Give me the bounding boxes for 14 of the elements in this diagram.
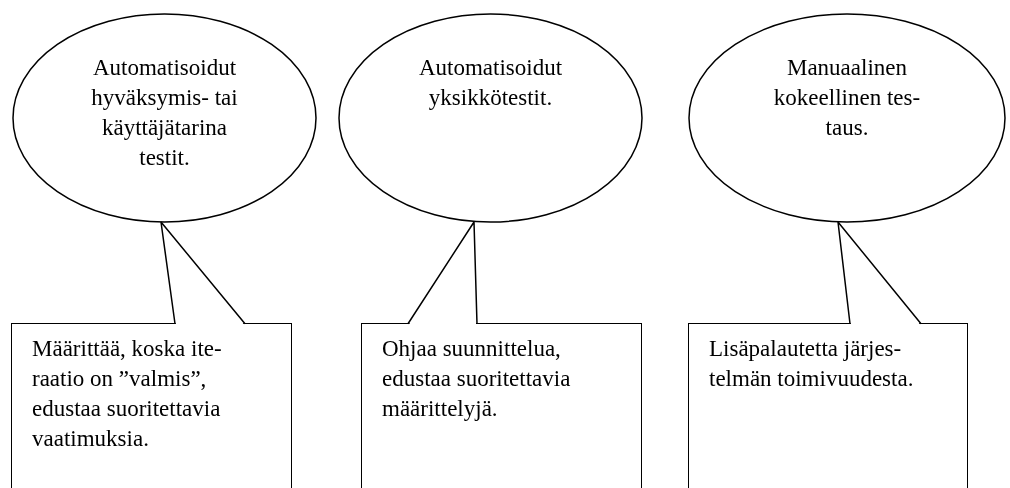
ellipse — [688, 13, 1006, 223]
callout-pointer — [837, 221, 922, 325]
ellipse — [338, 13, 643, 223]
ellipse — [12, 13, 317, 223]
callout-box — [361, 323, 642, 488]
callout-pointer — [160, 221, 246, 325]
node-text: Automatisoidut yksikkötestit. — [417, 54, 564, 112]
node-text: Määrittää, koska ite- raatio on ”valmis”, edustaa suoritettavia vaatimuksia. — [32, 335, 223, 453]
node-text: Lisäpalautetta järjes- telmän toimivuudesta. — [709, 335, 915, 393]
node-text: Manuaalinen kokeellinen tes- taus. — [772, 54, 922, 142]
callout-box — [688, 323, 968, 488]
node-text: Ohjaa suunnittelua, edustaa suoritettavia määrittelyjä. — [382, 335, 572, 423]
node-text: Automatisoidut hyväksymis- tai käyttäjätarina testit. — [90, 54, 239, 172]
callout-pointer — [407, 221, 478, 325]
